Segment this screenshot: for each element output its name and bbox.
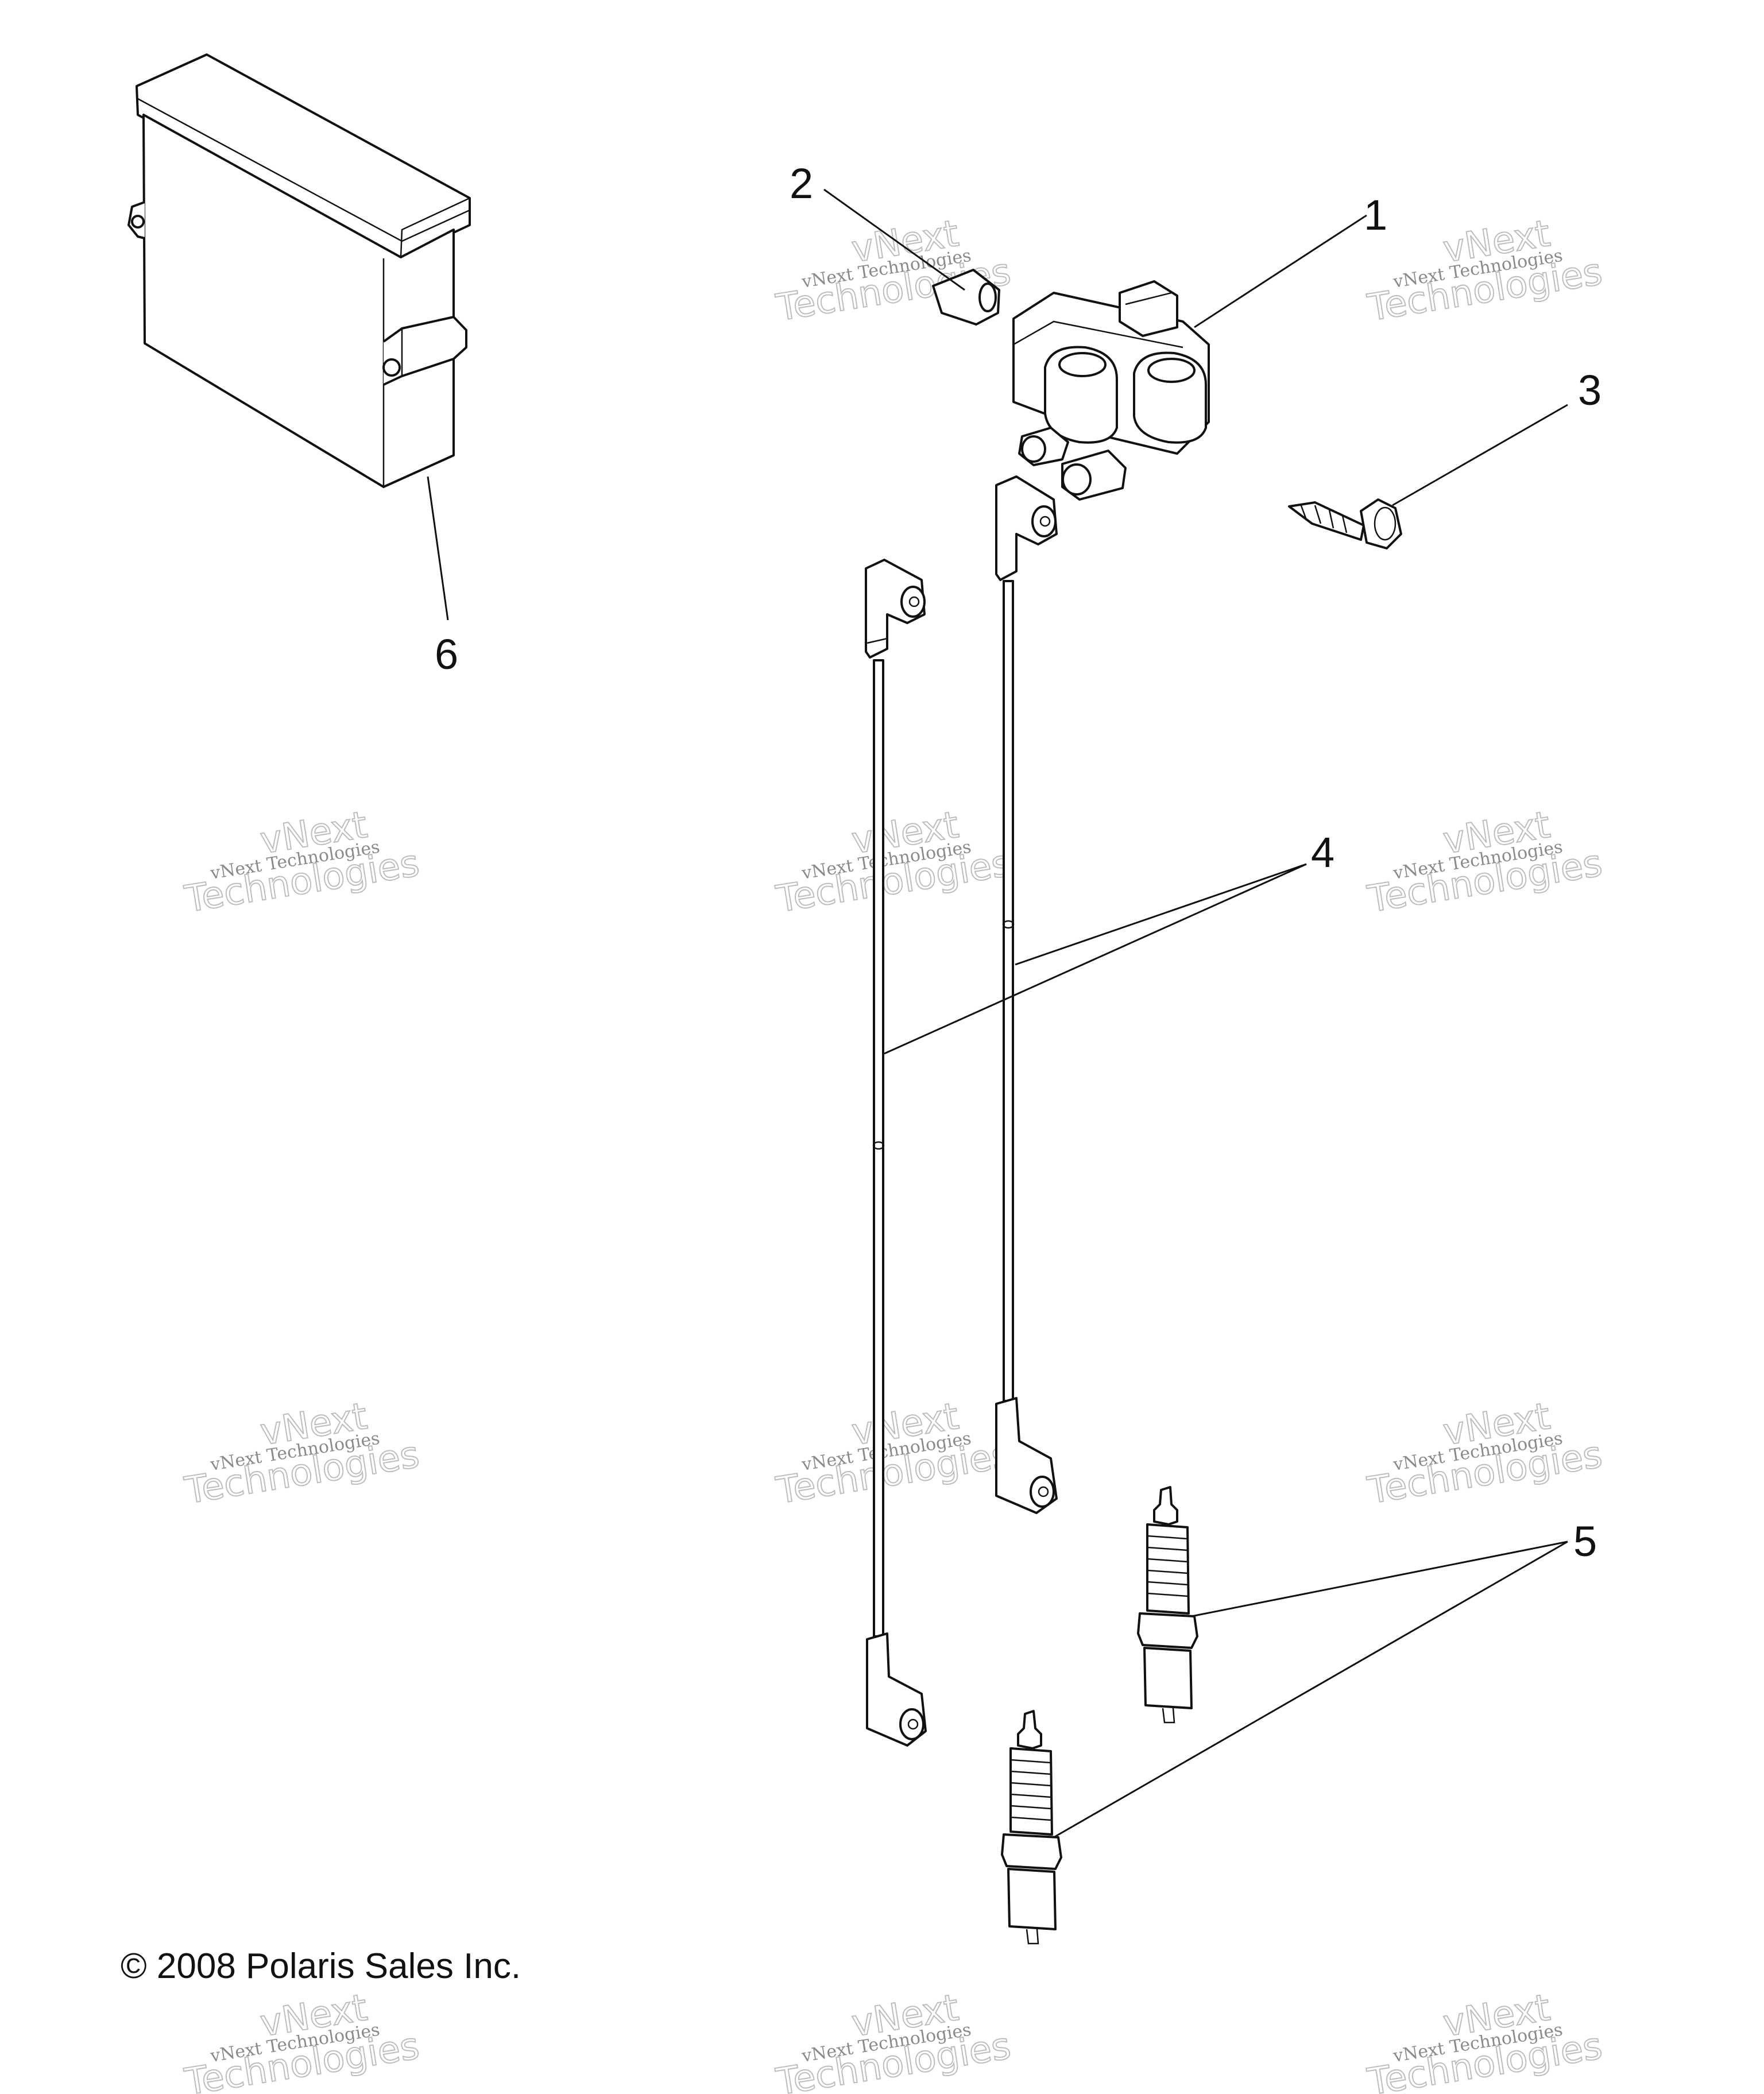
callout-1: 1 [1364,191,1387,239]
ignition-coil[interactable] [1012,280,1210,501]
ecu-module[interactable] [127,53,471,488]
bushing[interactable] [932,269,1000,326]
watermark: vNext Technologies vNext Technologies [181,803,423,922]
spark-plug-wire-right[interactable] [995,475,1058,1514]
spark-plug-upper[interactable] [1137,1486,1198,1724]
callout-6: 6 [435,630,458,678]
watermark: vNext Technologies vNext Technologies [773,1986,1015,2094]
leader-3 [1392,404,1568,506]
spark-plug-lower[interactable] [1001,1710,1062,1945]
screw[interactable] [1288,498,1402,549]
watermark: vNext Technologies vNext Technologies [181,1395,423,1513]
spark-plug-wire-left[interactable] [865,559,927,1747]
watermark: vNext Technologies vNext Technologies [1364,212,1606,330]
callout-2: 2 [790,160,813,207]
watermarks: vNext Technologies vNext Technologies vN… [181,212,1606,2094]
callout-3: 3 [1578,366,1601,414]
watermark: vNext Technologies vNext Technologies [181,1986,423,2094]
watermark: vNext Technologies vNext Technologies [1364,1395,1606,1513]
leader-4a [1015,863,1307,966]
watermark: vNext Technologies vNext Technologies [773,1395,1015,1513]
leader-5a [1191,1540,1568,1617]
watermark: vNext Technologies vNext Technologies [1364,803,1606,922]
copyright-notice: © 2008 Polaris Sales Inc. [121,1946,521,1986]
callout-5: 5 [1573,1518,1597,1565]
leader-5b [1053,1540,1568,1838]
callout-4: 4 [1311,829,1334,876]
leader-lines [427,188,1568,1838]
watermark: vNext Technologies vNext Technologies [773,803,1015,922]
watermark: vNext Technologies vNext Technologies [1364,1986,1606,2094]
leader-6 [427,476,449,621]
leader-2 [823,188,965,291]
leader-1 [1194,214,1367,328]
leader-4b [884,863,1307,1055]
